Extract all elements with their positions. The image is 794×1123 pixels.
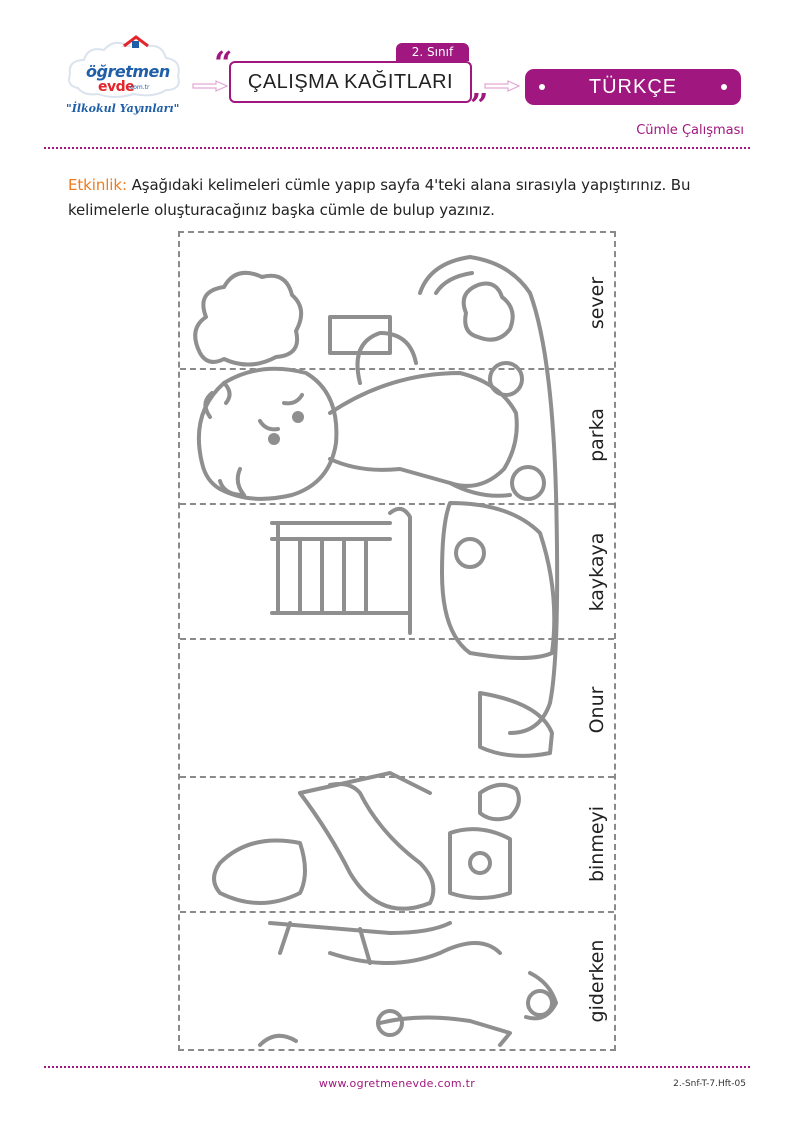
quote-open-mark: “ [214,44,233,82]
header-divider [44,147,750,149]
logo-brand-suffix: .com.tr [128,84,150,91]
word-card: Onur [586,686,608,734]
word-card: parka [586,408,608,462]
arrow-right-icon [484,80,520,92]
logo-tagline: "İlkokul Yayınları" [66,102,180,115]
page-title: ÇALIŞMA KAĞITLARI [229,61,472,103]
cut-line [180,911,614,913]
document-code: 2.-Snf-T-7.Hft-05 [673,1079,746,1089]
activity-label: Etkinlik: [68,176,127,194]
bullet-dot-icon [721,84,727,90]
activity-text: Aşağıdaki kelimeleri cümle yapıp sayfa 4… [68,176,691,219]
worksheet-subtitle: Cümle Çalışması [636,123,744,138]
word-card: sever [586,276,608,330]
cloud-house-icon [68,35,180,98]
grade-tab: 2. Sınıf [396,43,469,61]
boy-skateboarding-illustration [193,255,560,1047]
cut-line [180,503,614,505]
cut-line [180,638,614,640]
activity-instruction: Etkinlik: Aşağıdaki kelimeleri cümle yap… [68,173,748,223]
word-card: kaykaya [586,532,608,612]
footer-website: www.ogretmenevde.com.tr [318,1077,476,1090]
quote-close-mark: ” [470,86,489,124]
publisher-logo: öğretmen evde .com.tr "İlkokul Yayınları… [64,34,184,124]
word-card: binmeyi [586,805,608,883]
arrow-right-icon [192,80,228,92]
logo-brand-line2: evde [98,79,135,95]
subject-label: TÜRKÇE [588,76,678,98]
bullet-dot-icon [539,84,545,90]
footer-divider [44,1066,750,1068]
word-card: giderken [586,939,608,1023]
subject-badge: TÜRKÇE [525,69,741,105]
logo-brand-line1: öğretmen [86,62,170,81]
cut-line [180,368,614,370]
